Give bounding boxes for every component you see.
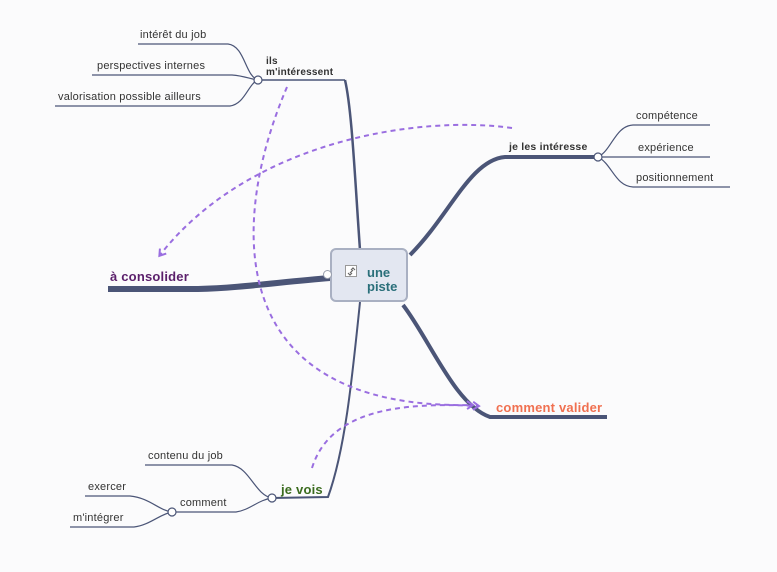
junction-je-les[interactable] [593, 152, 603, 162]
subtopic-perspectives-internes[interactable]: perspectives internes [97, 60, 206, 72]
subtopic-contenu-du-job[interactable]: contenu du job [148, 450, 223, 462]
subtopic-competence[interactable]: compétence [636, 110, 698, 122]
subtopic-experience[interactable]: expérience [638, 142, 694, 154]
relation-arrow-ils-to-valider [252, 86, 475, 410]
subtopic-valorisation[interactable]: valorisation possible ailleurs [58, 91, 201, 103]
topic-ils-minteressent[interactable]: ils m'intéressent [266, 56, 333, 78]
collapse-handle[interactable] [323, 270, 332, 279]
junction-ils[interactable] [253, 75, 263, 85]
subtopic-interet-du-job[interactable]: intérêt du job [140, 29, 207, 41]
branch-line-valider [401, 303, 607, 419]
central-topic-line1: une [367, 265, 391, 280]
sub-line-positionnement [597, 156, 730, 188]
sub-line-exercer [85, 495, 173, 513]
central-topic-line2: piste [367, 279, 398, 294]
topic-ils-line1: ils [266, 56, 278, 67]
branch-line-ils [343, 79, 362, 251]
branch-line-consolider [108, 275, 331, 292]
link-icon[interactable] [345, 265, 357, 277]
topic-je-les-interesse[interactable]: je les intéresse [509, 141, 588, 153]
junction-je-vois[interactable] [267, 493, 277, 503]
topic-comment-valider[interactable]: comment valider [496, 400, 603, 415]
relation-arrow-je-vois-to-valider [311, 400, 481, 469]
topic-je-vois[interactable]: je vois [281, 482, 323, 497]
subtopic-positionnement[interactable]: positionnement [636, 172, 714, 184]
topic-a-consolider[interactable]: à consolider [110, 269, 189, 284]
topic-ils-line2: m'intéressent [266, 67, 334, 78]
subtopic-exercer[interactable]: exercer [88, 481, 127, 493]
subtopic-mintegrer[interactable]: m'intégrer [73, 512, 124, 524]
branch-line-je-vois [271, 301, 361, 499]
junction-comment[interactable] [167, 507, 177, 517]
sub-line-contenu [145, 464, 273, 499]
branch-line-je-les [408, 155, 597, 257]
sub-line-perspectives [92, 74, 259, 81]
sub-line-competence [597, 124, 710, 158]
subtopic-comment[interactable]: comment [180, 497, 227, 509]
central-topic[interactable]: une piste [330, 248, 408, 302]
